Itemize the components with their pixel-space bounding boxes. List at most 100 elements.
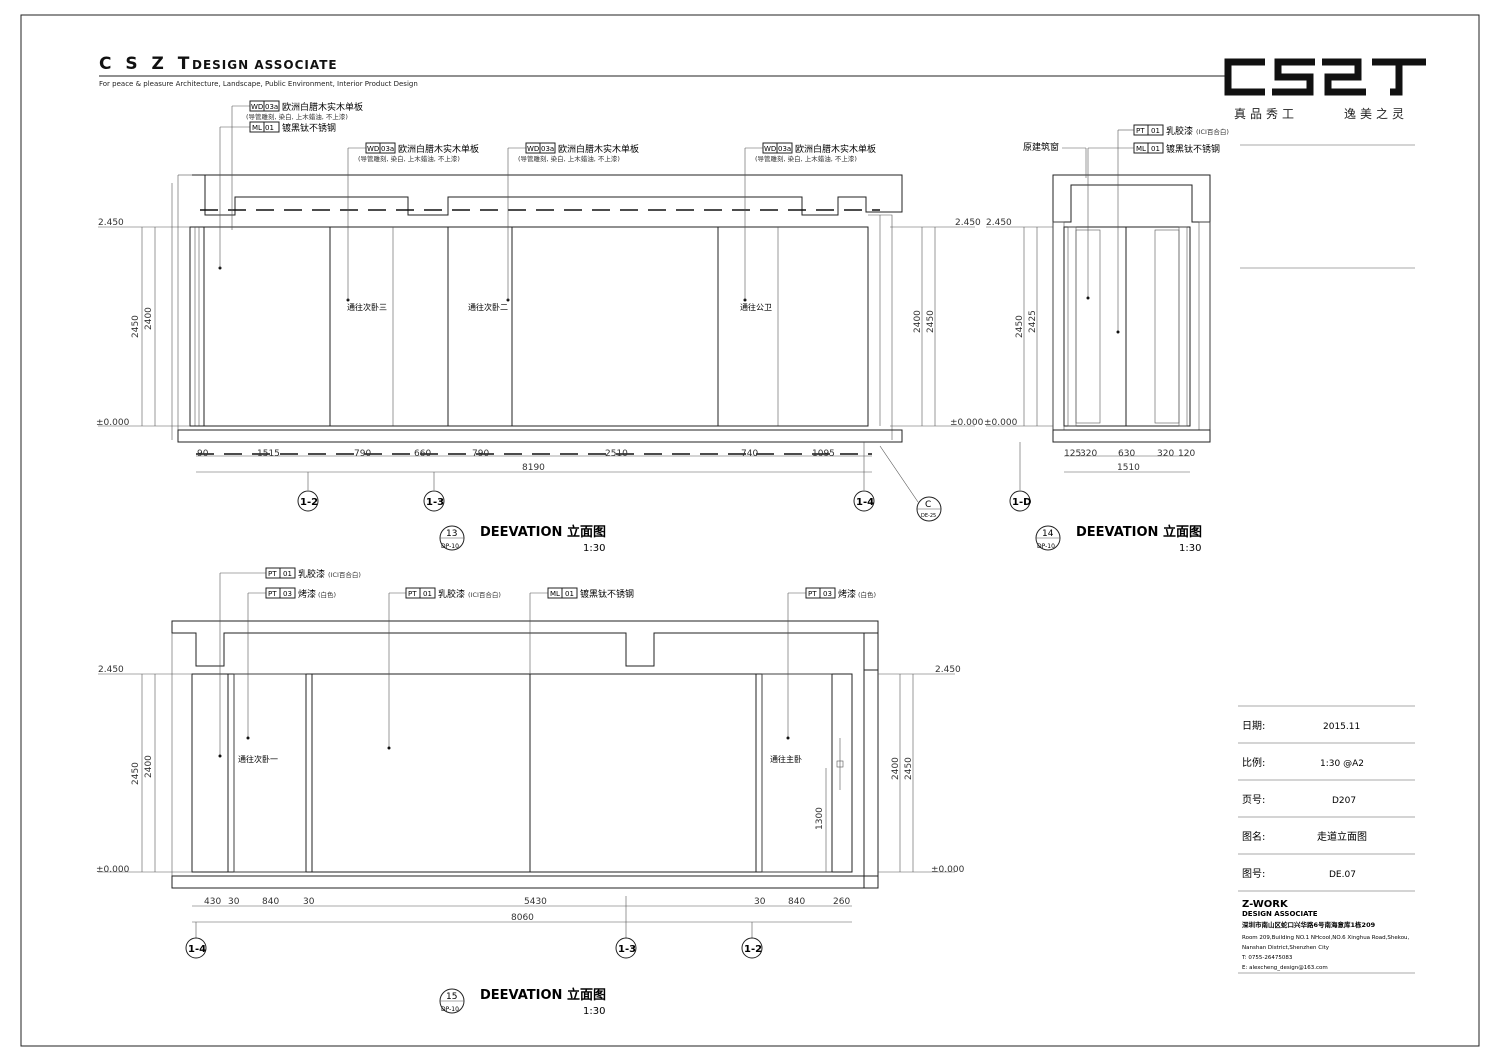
svg-text:(ICI百合白): (ICI百合白) (468, 590, 501, 599)
svg-text:2.450: 2.450 (98, 665, 124, 675)
material-tag: ML 01 镀黑钛不锈钢 (529, 587, 634, 674)
svg-text:260: 260 (833, 897, 850, 907)
svg-text:镀黑钛不锈钢: 镀黑钛不锈钢 (1166, 143, 1220, 155)
svg-text:15: 15 (446, 992, 457, 1002)
grid-bubble: 1-D (1009, 490, 1031, 512)
svg-text:03a: 03a (778, 145, 791, 153)
view-title: 15 DP-10 DEEVATION 立面图 1:30 (439, 987, 606, 1017)
tb-value: 走道立面图 (1317, 830, 1367, 843)
material-tag: WD 03a 欧洲白腊木实木单板 (导管雕刻, 染白, 上木蜡油, 不上漆) (744, 142, 876, 300)
svg-text:1-2: 1-2 (300, 497, 318, 508)
svg-text:03a: 03a (541, 145, 554, 153)
material-tag: PT 01 乳胶漆 (ICI百合白) (1116, 124, 1229, 334)
wall-15 (191, 673, 853, 873)
svg-text:±0.000: ±0.000 (96, 418, 130, 428)
grid-bubble: 1-2 (297, 490, 319, 512)
svg-text:2400: 2400 (913, 310, 923, 333)
svg-text:乳胶漆: 乳胶漆 (298, 568, 325, 580)
level-marker: 2.450 ±0.000 2.450 ±0.000 (96, 218, 984, 428)
ceiling-section-14 (1052, 174, 1211, 223)
view-number: 13 (446, 529, 457, 539)
material-tag: PT 01 乳胶漆 (ICI百合白) (387, 587, 501, 750)
svg-text:125: 125 (1064, 449, 1081, 459)
company-address-en-1: Room 209,Building NO.1 NHcool,NO.6 Xingh… (1242, 935, 1410, 941)
grid-bubble: 1-3 (615, 937, 637, 959)
tb-label: 图号: (1242, 868, 1265, 880)
brand-suffix: DESIGN ASSOCIATE (192, 58, 338, 72)
view-title: 13 DP-10 DEEVATION 立面图 1:30 (439, 524, 606, 554)
svg-text:320: 320 (1157, 449, 1174, 459)
floor-section-13 (177, 429, 903, 443)
svg-text:1510: 1510 (1117, 463, 1140, 473)
tb-label: 图名: (1242, 830, 1265, 843)
svg-text:欧洲白腊木实木单板: 欧洲白腊木实木单板 (282, 101, 363, 113)
svg-text:01: 01 (265, 124, 274, 132)
tb-label: 比例: (1242, 756, 1265, 769)
svg-text:±0.000: ±0.000 (931, 865, 965, 875)
company-address-en-2: Nanshan District,Shenzhen City (1242, 945, 1330, 951)
svg-text:DEEVATION 立面图: DEEVATION 立面图 (480, 987, 606, 1003)
svg-text:430: 430 (204, 897, 221, 907)
svg-text:2450: 2450 (131, 762, 141, 785)
svg-text:乳胶漆: 乳胶漆 (438, 588, 465, 600)
svg-text:PT: PT (268, 570, 277, 578)
svg-text:1-2: 1-2 (744, 944, 762, 955)
tb-value: DE.07 (1329, 870, 1356, 880)
grid-bubble: 1-2 (741, 937, 763, 959)
svg-text:DP-10: DP-10 (1037, 543, 1055, 550)
svg-text:原建筑窗: 原建筑窗 (1023, 141, 1059, 153)
grid-bubble: 1-4 (185, 937, 207, 959)
svg-text:WD: WD (764, 145, 776, 153)
tb-value: D207 (1332, 796, 1356, 806)
svg-text:PT: PT (268, 590, 277, 598)
svg-text:1-4: 1-4 (856, 497, 874, 508)
material-tag: WD 03a 欧洲白腊木实木单板 (导管雕刻, 染白, 上木蜡油, 不上漆) (507, 142, 639, 300)
svg-text:320: 320 (1080, 449, 1097, 459)
material-tag: ML 01 镀黑钛不锈钢 (219, 121, 336, 268)
material-tag: WD 03a 欧洲白腊木实木单板 (导管雕刻, 染白, 上木蜡油, 不上漆) (231, 100, 363, 230)
svg-text:2450: 2450 (926, 310, 936, 333)
svg-text:2.450: 2.450 (935, 665, 961, 675)
svg-text:8060: 8060 (511, 913, 534, 923)
company-email: E: alexcheng_design@163.com (1242, 965, 1328, 971)
svg-text:1-D: 1-D (1012, 497, 1031, 508)
svg-text:03a: 03a (265, 103, 278, 111)
slogan-left: 真品秀工 (1234, 107, 1298, 121)
svg-text:ML: ML (252, 124, 262, 132)
material-tag: WD 03a 欧洲白腊木实木单板 (导管雕刻, 染白, 上木蜡油, 不上漆) (347, 142, 479, 300)
ceiling-section-13 (192, 174, 903, 216)
svg-text:DE-25: DE-25 (921, 513, 936, 519)
svg-text:PT: PT (1136, 127, 1145, 135)
svg-text:2.450: 2.450 (955, 218, 981, 228)
company-name: Z-WORK (1242, 899, 1289, 910)
elevation-view-13: 通往次卧三 通往次卧二 通往公卫 WD 03a 欧洲白腊木实木单板 (导管雕刻,… (96, 100, 984, 554)
wood-wall-13 (189, 226, 869, 427)
svg-text:2400: 2400 (144, 307, 154, 330)
header: C S Z T DESIGN ASSOCIATE For peace & ple… (99, 54, 1426, 269)
tb-value: 1:30 @A2 (1320, 759, 1364, 769)
svg-text:5430: 5430 (524, 897, 547, 907)
svg-text:±0.000: ±0.000 (96, 865, 130, 875)
grid-bubble: 1-4 (853, 490, 875, 512)
svg-text:1:30: 1:30 (583, 1006, 605, 1017)
svg-text:(导管雕刻, 染白, 上木蜡油, 不上漆): (导管雕刻, 染白, 上木蜡油, 不上漆) (358, 154, 460, 163)
svg-text:1-3: 1-3 (426, 497, 444, 508)
svg-text:1095: 1095 (812, 449, 835, 459)
svg-text:乳胶漆: 乳胶漆 (1166, 125, 1193, 137)
svg-text:DP-10: DP-10 (441, 1006, 459, 1013)
svg-text:01: 01 (1151, 145, 1160, 153)
svg-text:±0.000: ±0.000 (950, 418, 984, 428)
svg-text:PT: PT (808, 590, 817, 598)
svg-text:01: 01 (283, 570, 292, 578)
title-block: 日期: 2015.11 比例: 1:30 @A2 页号: D207 图名: 走道… (1238, 705, 1415, 974)
elevation-view-15: 通往次卧一 通往主卧 1300 PT 01 乳胶漆 (ICI百合白) PT 03… (96, 567, 965, 1017)
svg-text:14: 14 (1042, 529, 1054, 539)
svg-text:烤漆: 烤漆 (838, 588, 856, 600)
svg-text:ML: ML (1136, 145, 1146, 153)
svg-text:30: 30 (228, 897, 240, 907)
svg-text:1-4: 1-4 (188, 944, 206, 955)
svg-text:01: 01 (423, 590, 432, 598)
view-title-text: DEEVATION 立面图 (480, 524, 606, 540)
svg-text:2450: 2450 (904, 757, 914, 780)
